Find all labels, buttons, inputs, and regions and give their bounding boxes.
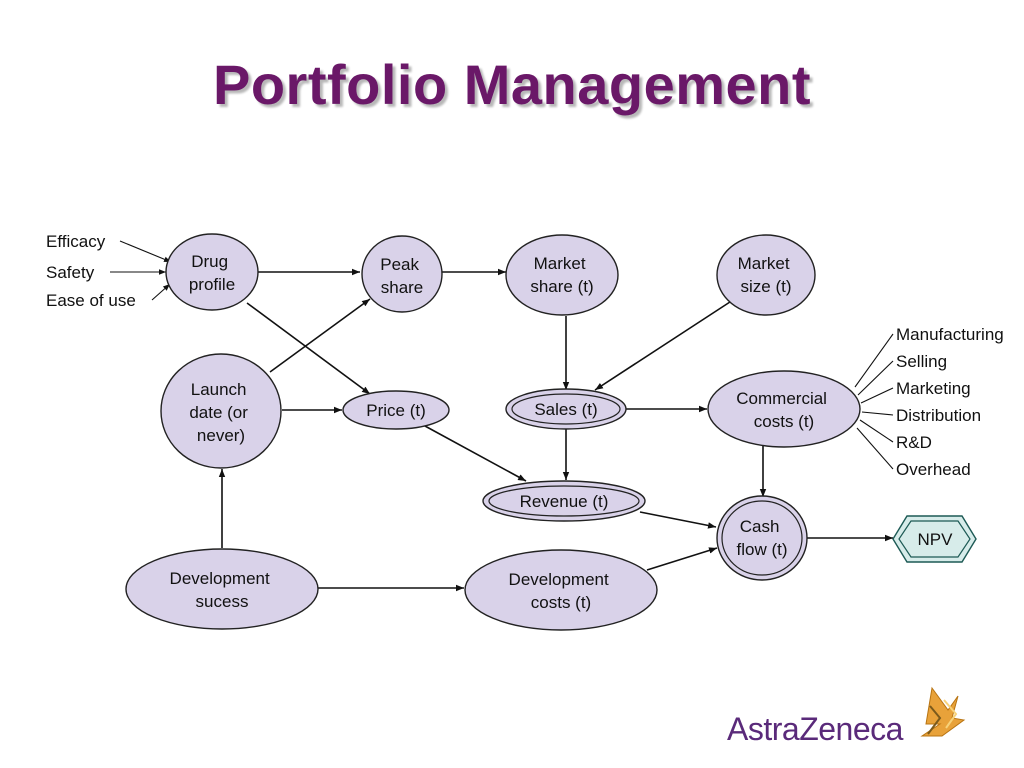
input-safety: Safety (46, 263, 95, 282)
cost-overhead: Overhead (896, 460, 971, 479)
sales-label: Sales (t) (534, 400, 597, 419)
revenue-node-outer (482, 480, 646, 522)
lead-ease-of-use (151, 283, 171, 301)
launch-date-node (160, 353, 282, 469)
cash-flow-node-outer (716, 495, 808, 581)
cash-flow-label: Cash flow (t) (737, 517, 788, 559)
lead-manufacturing (854, 333, 894, 388)
input-ease-of-use: Ease of use (46, 291, 136, 310)
astrazeneca-logo-icon (920, 686, 966, 737)
cost-selling: Selling (896, 352, 947, 371)
edge-drug-price (246, 302, 371, 395)
node-labels: Drug profile Peak share Market share (t)… (170, 252, 954, 612)
cost-category-labels: Manufacturing Selling Marketing Distribu… (896, 325, 1004, 479)
cost-rd: R&D (896, 433, 932, 452)
price-label: Price (t) (366, 401, 426, 420)
drug-profile-node (165, 233, 259, 311)
input-efficacy: Efficacy (46, 232, 106, 251)
peak-share-node (361, 235, 443, 313)
sales-node (505, 388, 627, 430)
cash-flow-node (716, 495, 808, 581)
development-costs-label: Development costs (t) (509, 570, 614, 612)
price-node (342, 390, 450, 430)
input-leads (110, 240, 172, 301)
market-share-node (505, 234, 619, 316)
lead-overhead (856, 427, 894, 470)
commercial-costs-node (707, 370, 861, 448)
lead-selling (857, 360, 894, 396)
edge-launch-peak (269, 298, 371, 373)
npv-node (892, 515, 977, 563)
cost-manufacturing: Manufacturing (896, 325, 1004, 344)
peak-share-label: Peak share (380, 255, 423, 297)
edge-market-size-sales (594, 299, 734, 391)
market-size-node (716, 234, 816, 316)
launch-date-label: Launch date (or never) (189, 380, 252, 445)
cost-leads (854, 333, 894, 470)
development-success-label: Development sucess (170, 569, 275, 611)
npv-label: NPV (918, 530, 954, 549)
cost-distribution: Distribution (896, 406, 981, 425)
sales-node-outer (505, 388, 627, 430)
npv-node-outer (892, 515, 977, 563)
edge-revenue-cash (639, 511, 717, 529)
drug-profile-label: Drug profile (189, 252, 235, 294)
market-size-label: Market size (t) (738, 254, 795, 296)
sales-node-inner (511, 393, 621, 425)
input-labels: Efficacy Safety Ease of use (46, 232, 136, 310)
cash-flow-node-inner (721, 500, 803, 576)
cost-marketing: Marketing (896, 379, 971, 398)
lead-distribution (861, 411, 894, 416)
lead-marketing (860, 387, 894, 404)
npv-node-inner (898, 520, 971, 558)
lead-rd (859, 419, 894, 443)
revenue-node-inner (488, 485, 640, 517)
slide-title: Portfolio Management (212, 53, 812, 116)
development-costs-node (464, 549, 658, 631)
market-share-label: Market share (t) (530, 254, 593, 296)
edge-price-revenue (424, 425, 527, 482)
edges (218, 268, 893, 592)
development-success-node (125, 548, 319, 630)
astrazeneca-logo: AstraZeneca (727, 686, 966, 747)
revenue-node (482, 480, 646, 522)
lead-efficacy (119, 240, 172, 263)
edge-devcosts-cash (646, 547, 718, 571)
revenue-label: Revenue (t) (520, 492, 609, 511)
astrazeneca-logo-text: AstraZeneca (727, 711, 904, 747)
commercial-costs-label: Commercial costs (t) (736, 389, 831, 431)
nodes (125, 233, 977, 631)
